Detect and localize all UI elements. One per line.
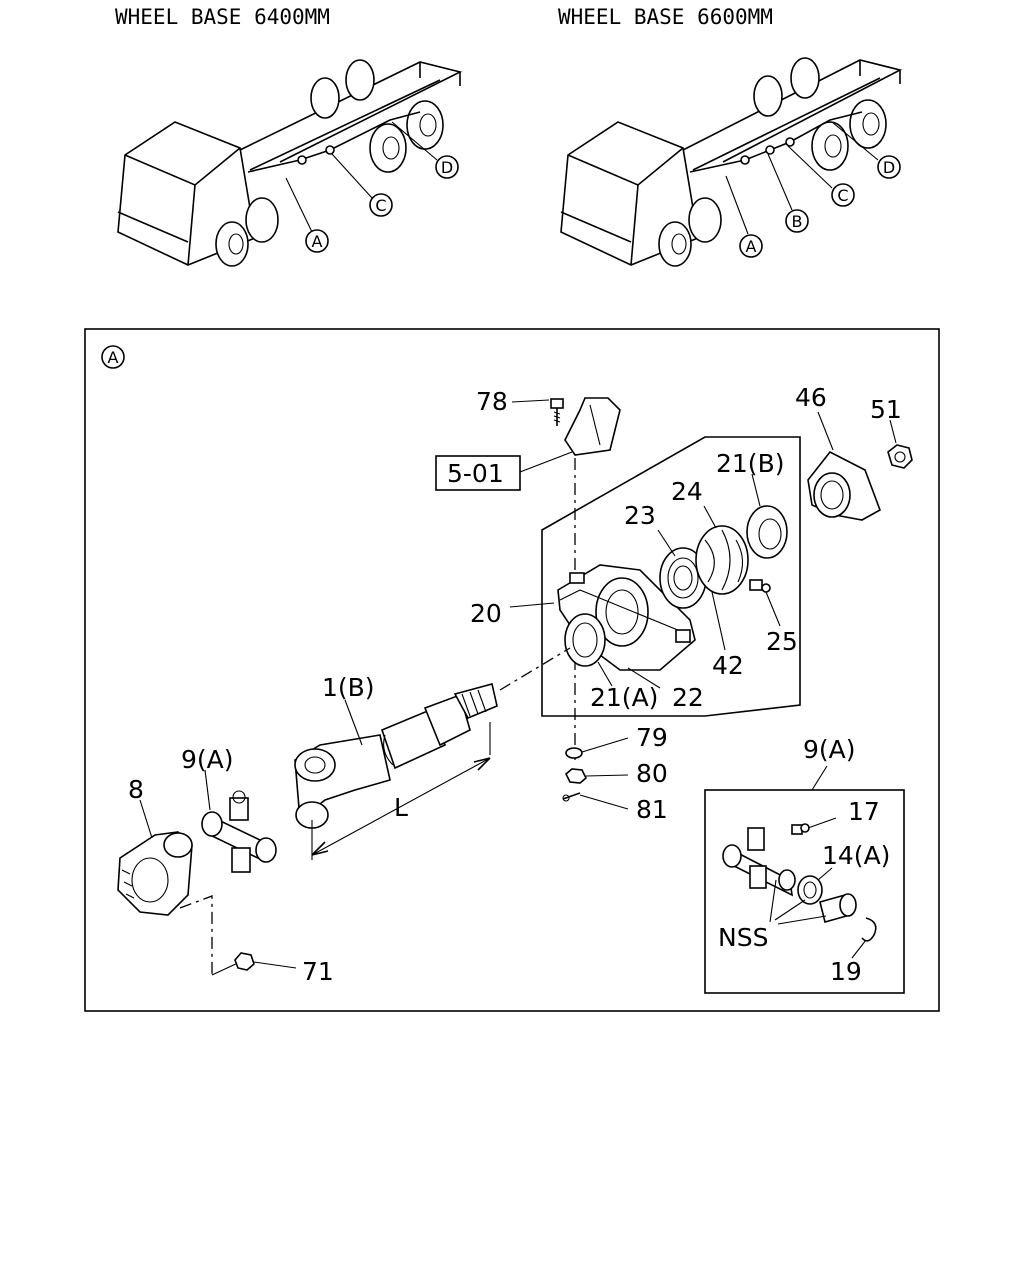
ref-box-label: 5-01 <box>447 459 504 488</box>
detail-frame <box>84 328 940 1012</box>
label-24: 24 <box>671 477 703 506</box>
universal-joint-9a <box>201 790 277 873</box>
callout-circle-b <box>785 209 809 233</box>
flange-46 <box>807 450 881 521</box>
bolt-78 <box>550 398 564 426</box>
flange-yoke-8 <box>117 831 193 916</box>
nut-51 <box>887 444 913 469</box>
inset-label-19: 19 <box>830 957 862 986</box>
callout-a-label: A <box>312 232 323 251</box>
seal-21a <box>564 613 606 667</box>
inset-bearing-cup <box>819 893 857 923</box>
cushion-24 <box>695 525 749 595</box>
label-46: 46 <box>795 383 827 412</box>
bracket-part <box>564 397 621 456</box>
label-79: 79 <box>636 723 668 752</box>
callout-circle-a <box>739 234 763 258</box>
washer-79 <box>565 747 583 759</box>
propeller-shaft-1b <box>294 683 498 829</box>
label-9a: 9(A) <box>181 745 234 774</box>
label-1b: 1(B) <box>322 673 375 702</box>
callout-circle-c <box>831 183 855 207</box>
inset-seal-14a <box>797 875 823 905</box>
nut-80 <box>565 768 587 784</box>
inset-grease-nipple-17 <box>791 823 810 835</box>
heading-wheel-base-6600: WHEEL BASE 6600MM <box>558 5 773 29</box>
label-21a: 21(A) <box>590 683 658 712</box>
center-bearing-group-outline <box>541 436 801 717</box>
inset-label-14a: 14(A) <box>822 841 890 870</box>
label-23: 23 <box>624 501 656 530</box>
seal-21b <box>746 505 788 559</box>
inset-universal-joint-frame <box>704 789 905 994</box>
callout-a-label: A <box>746 237 757 256</box>
pin-81 <box>562 792 581 802</box>
heading-wheel-base-6400: WHEEL BASE 6400MM <box>115 5 330 29</box>
callout-circle-d <box>435 155 459 179</box>
callout-circle-c <box>369 193 393 217</box>
label-22: 22 <box>672 683 704 712</box>
dimension-l <box>311 722 491 860</box>
label-80: 80 <box>636 759 668 788</box>
label-25: 25 <box>766 627 798 656</box>
inset-snap-ring-19 <box>861 917 877 942</box>
label-78: 78 <box>476 387 508 416</box>
label-71: 71 <box>302 957 334 986</box>
label-8: 8 <box>128 775 144 804</box>
label-81: 81 <box>636 795 668 824</box>
truck-illustration-6400: A C D <box>117 59 463 267</box>
nut-71 <box>234 952 255 971</box>
label-51: 51 <box>870 395 902 424</box>
label-20: 20 <box>470 599 502 628</box>
grease-nipple-25 <box>749 579 771 593</box>
inset-label-17: 17 <box>848 797 880 826</box>
callout-d-label: D <box>883 158 895 177</box>
detail-frame-tag <box>101 345 125 369</box>
label-21b: 21(B) <box>716 449 784 478</box>
callout-c-label: C <box>837 186 848 205</box>
callout-c-label: C <box>375 196 386 215</box>
ref-box-5-01 <box>435 455 521 491</box>
label-dim-l: L <box>394 793 408 822</box>
inset-title: 9(A) <box>803 735 856 764</box>
label-42: 42 <box>712 651 744 680</box>
callout-circle-a <box>305 229 329 253</box>
truck-illustration-6600: A B C D <box>560 57 903 267</box>
inset-label-nss: NSS <box>718 923 768 952</box>
callout-circle-d <box>877 155 901 179</box>
inset-cross-spider <box>722 827 796 897</box>
detail-frame-tag-label: A <box>108 348 119 367</box>
callout-d-label: D <box>441 158 453 177</box>
callout-b-label: B <box>792 212 803 231</box>
